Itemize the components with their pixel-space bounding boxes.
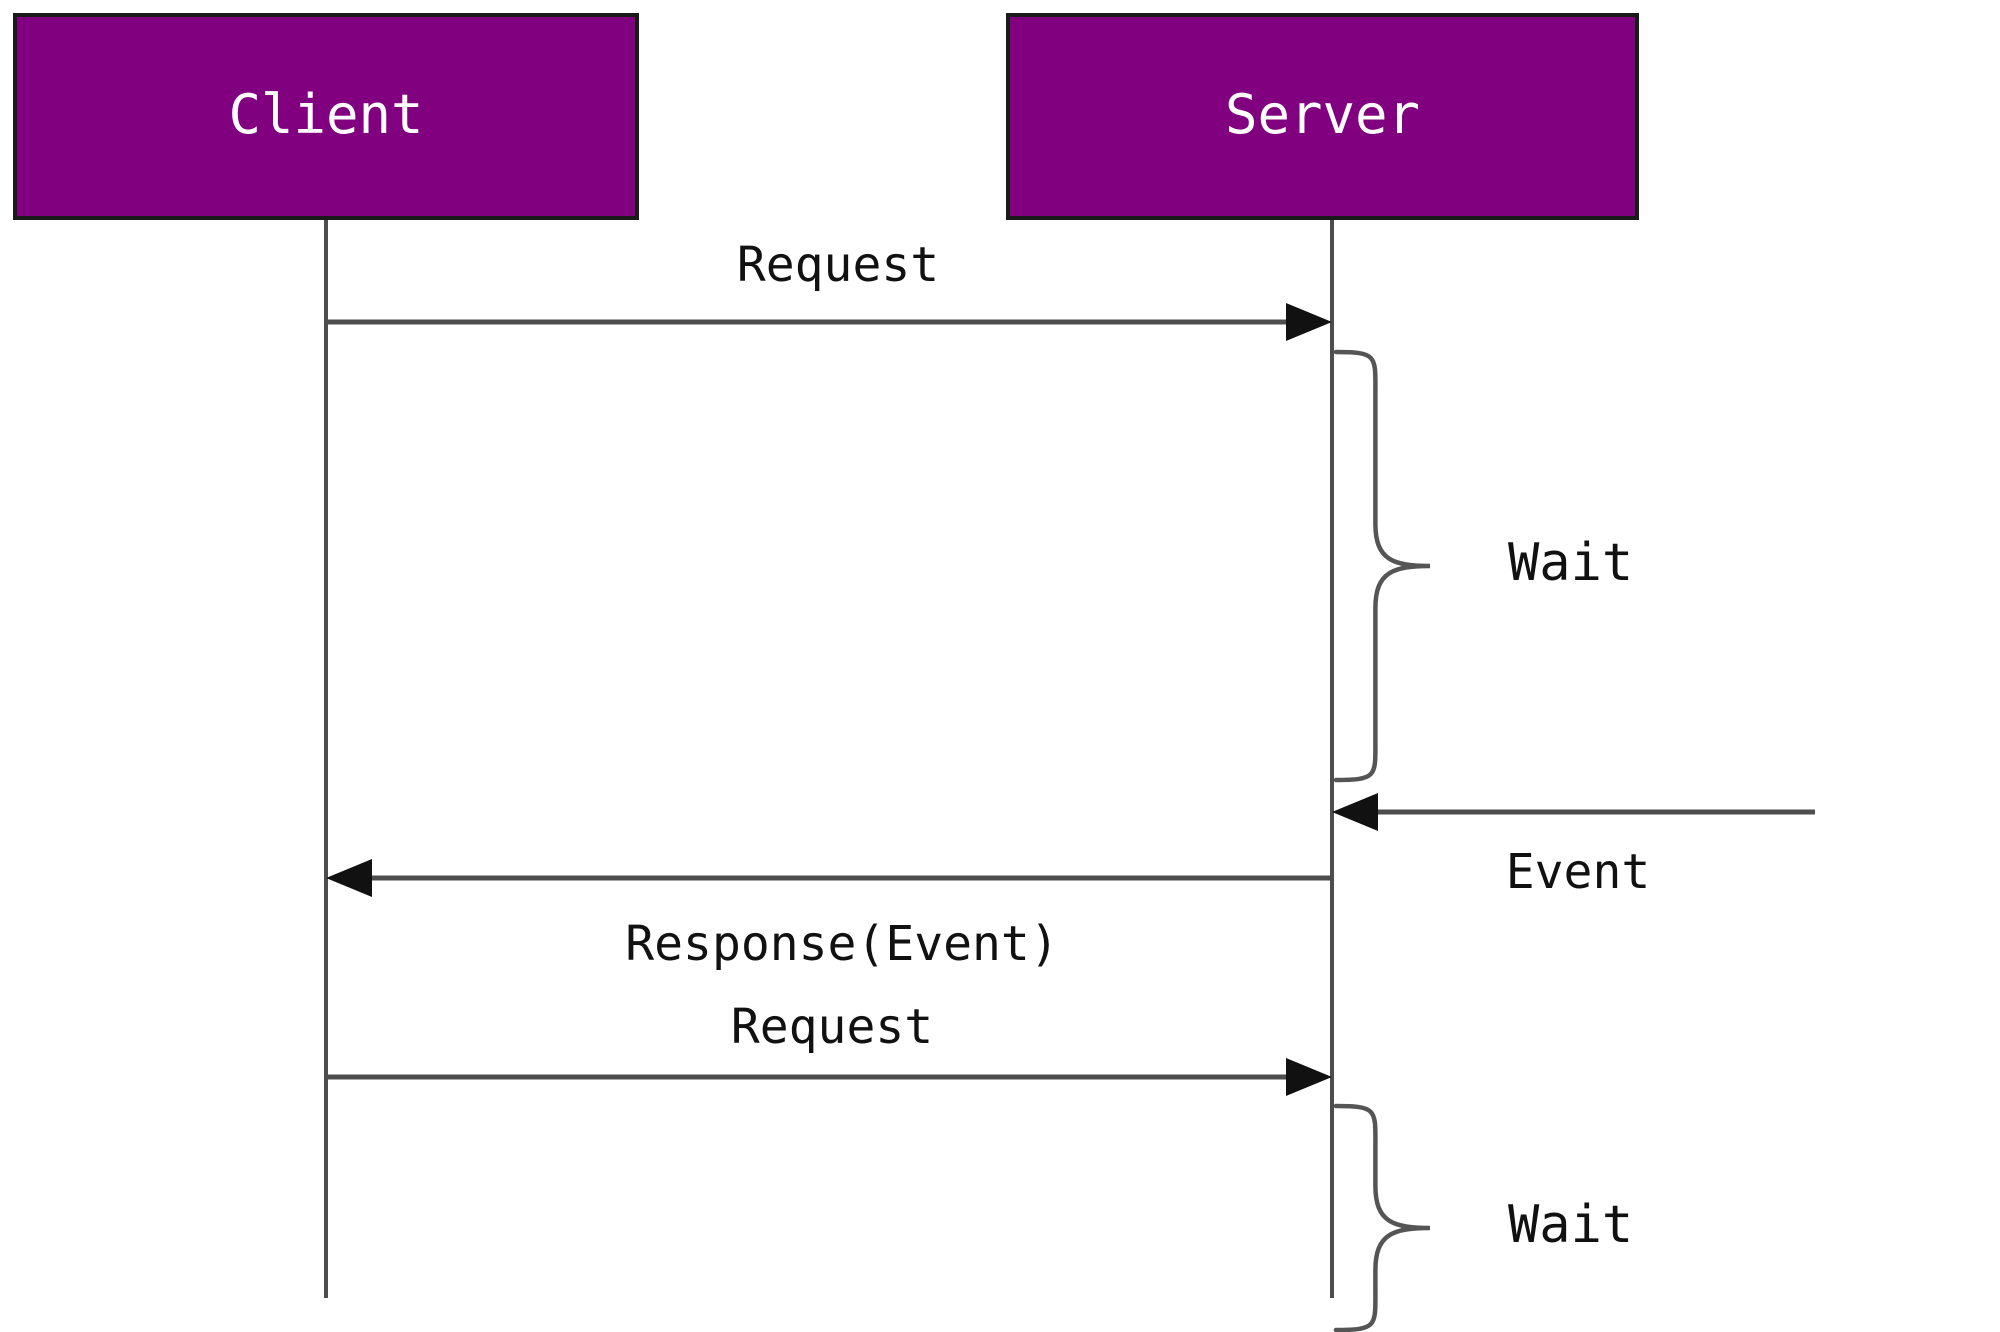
curly-brace-icon <box>1333 1103 1431 1332</box>
arrowhead-right-icon <box>1286 1058 1332 1096</box>
message-request-1[interactable]: Request <box>326 237 1332 341</box>
message-event[interactable]: Event <box>1332 793 1815 900</box>
message-label-request-2: Request <box>731 999 933 1055</box>
message-label-request-1: Request <box>737 237 939 293</box>
note-wait-2: Wait <box>1333 1103 1633 1332</box>
message-request-2[interactable]: Request <box>326 999 1332 1096</box>
arrowhead-left-icon <box>1332 793 1378 831</box>
participants-group: Client Server <box>13 13 1639 220</box>
arrowhead-right-icon <box>1286 303 1332 341</box>
curly-brace-icon <box>1333 349 1431 783</box>
participant-server[interactable]: Server <box>1006 13 1639 220</box>
note-wait-1: Wait <box>1333 349 1633 783</box>
arrowhead-left-icon <box>326 859 372 897</box>
message-label-response: Response(Event) <box>625 916 1058 972</box>
lifelines-group <box>324 218 1334 1298</box>
note-label-wait-1: Wait <box>1508 533 1633 593</box>
participant-client[interactable]: Client <box>13 13 639 220</box>
note-label-wait-2: Wait <box>1508 1195 1633 1255</box>
message-label-event: Event <box>1506 844 1651 900</box>
participant-box-client[interactable] <box>13 13 639 220</box>
message-response[interactable]: Response(Event) <box>326 859 1332 972</box>
participant-box-server[interactable] <box>1006 13 1639 220</box>
notes-group: Wait Wait <box>1333 349 1633 1332</box>
participant-label-server: Server <box>1225 83 1420 146</box>
participant-label-client: Client <box>228 83 423 146</box>
messages-group: Request Event Response(Event) Request <box>326 237 1815 1096</box>
